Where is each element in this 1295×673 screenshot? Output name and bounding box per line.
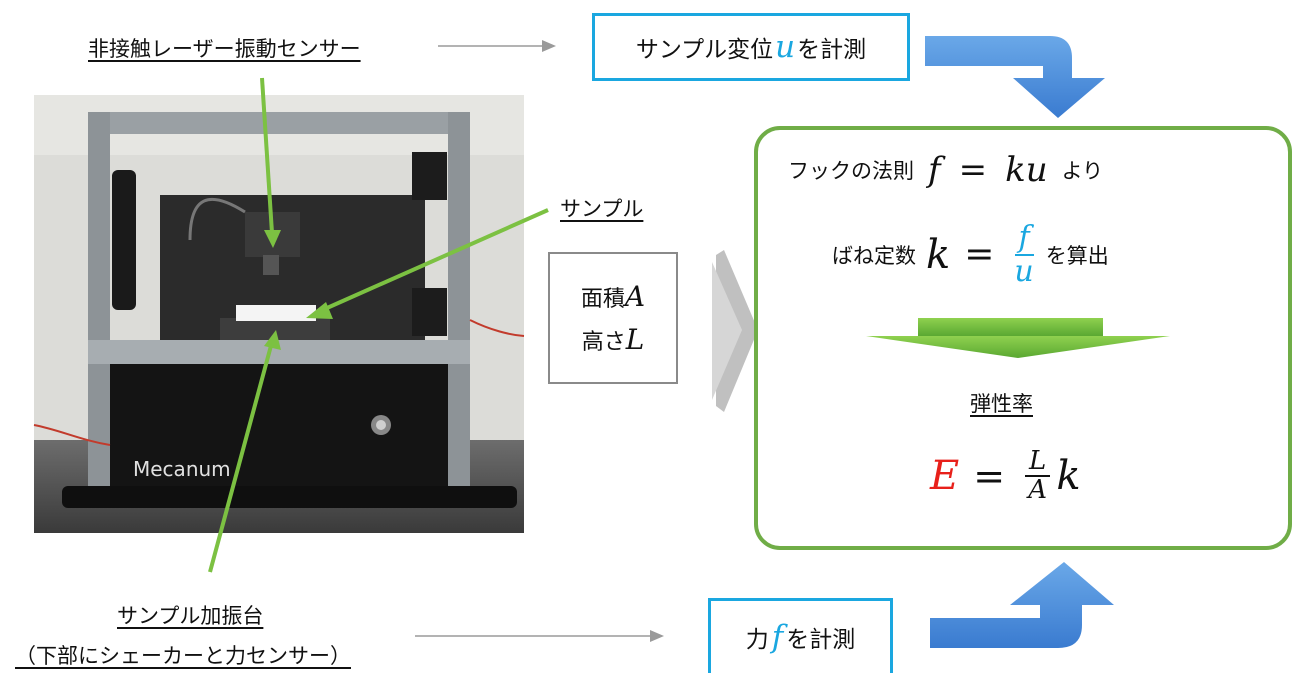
modulus-title: 弾性率 <box>970 392 1033 416</box>
measure-displacement-box: サンプル変位 u を計測 <box>592 13 910 81</box>
hooke-law-line: フックの法則 f = ku より <box>788 150 1103 190</box>
pointer-sample <box>306 208 549 319</box>
displacement-var: u <box>775 29 796 65</box>
force-suffix: を計測 <box>786 627 856 653</box>
modulus-denominator: A <box>1028 475 1048 506</box>
displacement-suffix: を計測 <box>797 37 867 63</box>
modulus-equation: E = L A k <box>930 447 1081 506</box>
blue-bent-arrow-top <box>925 36 1105 118</box>
hooke-prefix: フックの法則 <box>788 159 914 183</box>
displacement-prefix: サンプル変位 <box>635 37 774 63</box>
measure-force-box: 力 f を計測 <box>708 598 893 673</box>
modulus-equals: = <box>973 454 1006 499</box>
spring-fraction: f u <box>1014 222 1033 287</box>
modulus-var: E <box>930 453 960 500</box>
spring-numerator: f <box>1014 222 1034 256</box>
spring-denominator: u <box>1014 253 1034 289</box>
hooke-equals: = <box>958 150 988 190</box>
area-var: A <box>624 280 646 313</box>
label-stage-note: （下部にシェーカーと力センサー） <box>15 644 351 668</box>
instrument-photo <box>33 95 525 533</box>
blue-bent-arrow-bottom <box>930 562 1114 648</box>
spring-prefix: ばね定数 <box>832 243 916 268</box>
pointer-laser-sensor <box>260 77 281 248</box>
connector-arrow-bottom <box>415 630 664 642</box>
height-text: 高さ <box>581 330 626 355</box>
pointer-stage <box>208 330 281 573</box>
spring-constant-line: ばね定数 k = f u を算出 <box>832 222 1109 287</box>
force-prefix: 力 <box>745 627 769 653</box>
brand-logo: Mecanum <box>133 457 231 481</box>
green-down-arrow <box>866 318 1170 358</box>
label-sample: サンプル <box>560 197 644 221</box>
label-laser-sensor: 非接触レーザー振動センサー <box>88 37 361 61</box>
spring-suffix: を算出 <box>1045 243 1109 268</box>
modulus-numerator: L <box>1025 447 1051 478</box>
area-text: 面積 <box>580 287 625 312</box>
modulus-fraction: L A <box>1025 447 1051 506</box>
area-height-box: 面積A 高さL <box>548 252 678 384</box>
force-var: f <box>771 619 784 655</box>
spring-var: k <box>926 231 951 278</box>
modulus-k: k <box>1056 453 1081 500</box>
spring-equals: = <box>964 234 995 275</box>
result-box <box>754 126 1292 550</box>
height-var: L <box>625 323 645 356</box>
hooke-lhs: f <box>928 150 941 190</box>
connector-arrow-top <box>438 40 556 52</box>
label-stage: サンプル加振台 <box>117 604 264 628</box>
hooke-rhs: ku <box>1005 150 1048 190</box>
hooke-suffix: より <box>1061 159 1104 183</box>
